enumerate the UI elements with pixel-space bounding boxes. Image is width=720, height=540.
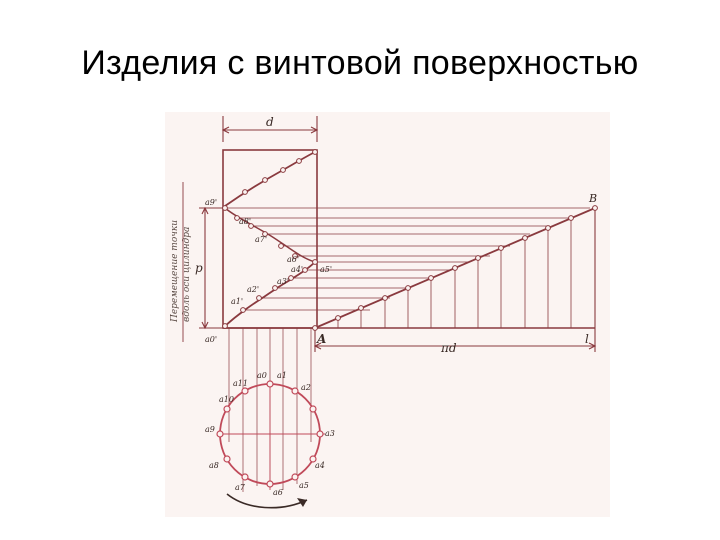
- label-p: p: [195, 261, 203, 275]
- circle-label-2: a2: [301, 383, 311, 392]
- dim-pid-arrow-right: [588, 342, 597, 350]
- helix-label-7: a7': [255, 235, 267, 244]
- circle-label-3: a3: [325, 429, 335, 438]
- label-pid: πd: [440, 341, 457, 355]
- axis-note: Перемещение точки вдоль оси цилиндра: [170, 220, 192, 323]
- paper-background: [165, 112, 610, 517]
- dim-d-arrow-left: [221, 126, 230, 134]
- cylinder-top-view: [216, 380, 325, 509]
- circle-label-1: a1: [277, 371, 287, 380]
- circle-label-8: a8: [209, 461, 219, 470]
- label-l: l: [585, 332, 589, 346]
- horizontal-projection-lines: [225, 207, 590, 311]
- dim-d-arrow-right: [310, 126, 319, 134]
- development-point-markers: [312, 205, 598, 331]
- helix-label-6: a6': [287, 255, 299, 264]
- axis-note-line1: Перемещение точки: [170, 220, 180, 323]
- slide-title: Изделия с винтовой поверхностью: [81, 44, 639, 82]
- helix-development-diagram: d p A B πd l Перемещение точки вдоль оси…: [165, 112, 610, 517]
- circle-label-10: a10: [219, 395, 234, 404]
- development-ordinates: [337, 218, 572, 328]
- circle-label-6: a6: [273, 488, 283, 497]
- helix-label-8: a8': [239, 217, 251, 226]
- helix-label-2: a2': [247, 285, 259, 294]
- helix-label-0: a0': [205, 335, 217, 344]
- axis-note-line2: вдоль оси цилиндра: [182, 227, 192, 322]
- helix-label-5: a5': [320, 265, 332, 274]
- circle-label-5: a5: [299, 481, 309, 490]
- rotation-arrow: [226, 493, 308, 509]
- circle-label-4: a4: [315, 461, 325, 470]
- circle-label-9: a9: [205, 425, 215, 434]
- circle-label-7: a7: [235, 483, 246, 492]
- helix-drawing: d p A B πd l Перемещение точки вдоль оси…: [165, 112, 610, 517]
- helix-point-markers: [222, 149, 318, 329]
- label-d: d: [266, 115, 274, 129]
- rotation-arrowhead: [297, 498, 307, 507]
- helix-label-1: a1': [231, 297, 243, 306]
- helix-label-4: a4': [291, 265, 303, 274]
- helix-label-3: a3': [277, 277, 289, 286]
- circle-label-11: a11: [233, 379, 248, 388]
- helix-point-labels: a0' a1' a2' a3' a4' a5' a6' a7' a8' a9': [205, 198, 332, 344]
- circle-label-0: a0: [257, 371, 267, 380]
- circle-point-labels: a0 a1 a2 a3 a4 a5 a6 a7 a8 a9 a10 a11: [205, 371, 335, 497]
- label-A: A: [316, 332, 326, 346]
- helix-label-9: a9': [205, 198, 217, 207]
- label-B: B: [588, 192, 597, 205]
